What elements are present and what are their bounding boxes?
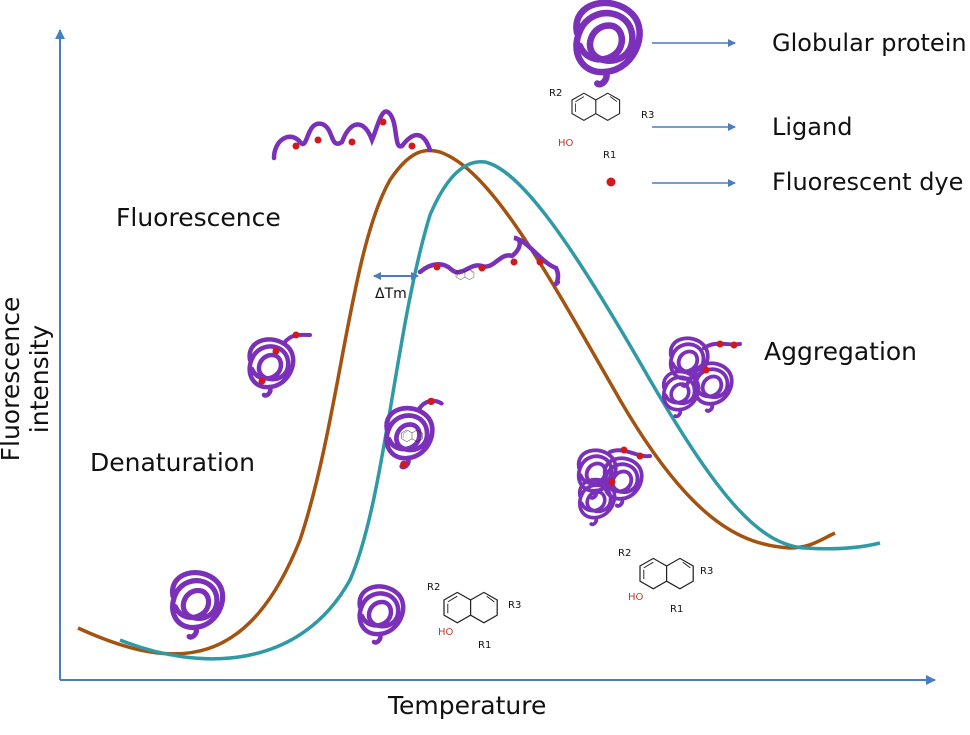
ligand-r1-label: R1 xyxy=(603,150,617,161)
unfolded-protein-ligand-chain-icon xyxy=(417,235,561,287)
aggregated-protein-icon xyxy=(661,336,742,419)
ligand-r3-label-2: R3 xyxy=(508,600,522,611)
melting-curve-without-ligand xyxy=(77,148,836,656)
melting-curve-with-ligand xyxy=(119,159,881,661)
native-protein-icon xyxy=(173,573,223,638)
ligand-r2-label-2: R2 xyxy=(427,582,441,593)
legend-ligand-label: Ligand xyxy=(772,113,853,141)
ligand-r2-label-3: R2 xyxy=(618,548,632,559)
native-protein-ligand-icon xyxy=(360,586,404,642)
ligand-oh-label-3: HO xyxy=(628,592,644,603)
aggregated-protein-ligand-icon xyxy=(576,446,652,527)
ligand-r1-label-3: R1 xyxy=(670,604,684,615)
ligand-oh-label-2: HO xyxy=(438,627,454,638)
ligand-r2-label: R2 xyxy=(549,88,563,99)
aggregation-label: Aggregation xyxy=(764,337,918,366)
ligand-oh-label: HO xyxy=(558,138,574,149)
ligand-r3-label: R3 xyxy=(641,110,655,121)
partially-unfolded-protein-ligand-icon xyxy=(387,397,444,468)
legend-fluorescent-dye-label: Fluorescent dye xyxy=(772,168,964,196)
legend-globular-protein-icon xyxy=(576,3,639,84)
ligand-r1-label-2: R1 xyxy=(478,640,492,651)
legend-dye-icon xyxy=(606,177,616,187)
fluorescence-label: Fluorescence xyxy=(116,203,281,232)
partially-unfolded-protein-icon xyxy=(250,331,312,396)
y-axis-label: Fluorescence intensity xyxy=(0,296,54,462)
ligand-molecule-icon xyxy=(443,591,498,624)
unfolded-protein-chain-icon xyxy=(271,109,433,161)
legend-ligand-icon xyxy=(571,92,621,121)
ligand-molecule-icon-2 xyxy=(639,557,694,590)
ligand-r3-label-3: R3 xyxy=(700,566,714,577)
x-axis-label: Temperature xyxy=(388,691,547,720)
delta-tm-label: ΔTm xyxy=(375,286,407,302)
denaturation-label: Denaturation xyxy=(90,448,255,477)
legend-globular-protein-label: Globular protein xyxy=(772,29,967,57)
